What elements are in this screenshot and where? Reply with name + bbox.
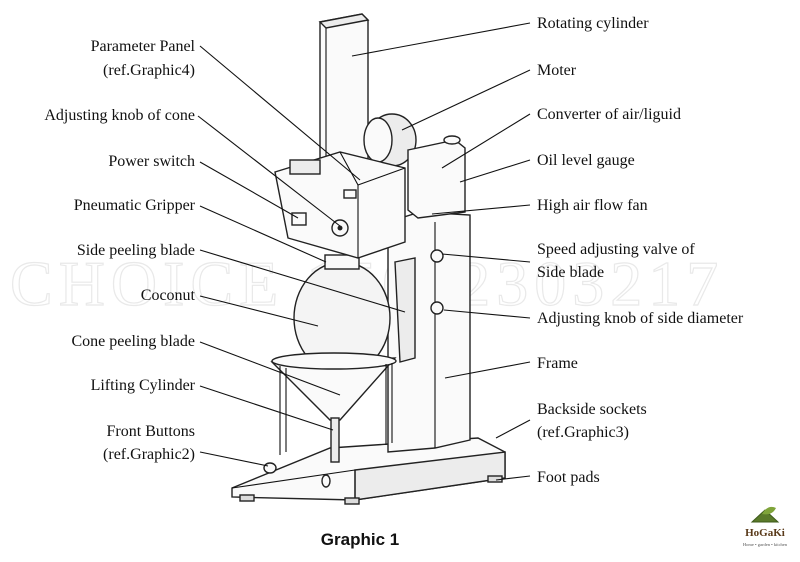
label-foot-pads: Foot pads	[537, 469, 600, 486]
label-speed-adjusting-valve: Speed adjusting valve of	[537, 241, 695, 258]
power-switch	[291, 212, 307, 226]
label-side-peeling-blade: Side peeling blade	[77, 242, 195, 259]
label-oil-level-gauge: Oil level gauge	[537, 152, 635, 169]
logo-name: HoGaKi	[745, 527, 785, 539]
front-button	[321, 474, 331, 488]
rotating-cylinder	[319, 13, 369, 169]
figure-caption: Graphic 1	[321, 530, 399, 549]
label-converter: Converter of air/liguid	[537, 106, 681, 123]
label-parameter-panel-ref: (ref.Graphic4)	[103, 62, 195, 79]
logo-tagline: Home • garden • kitchen	[743, 542, 788, 547]
label-high-air-flow-fan: High air flow fan	[537, 197, 648, 214]
label-adjusting-knob-side-diameter: Adjusting knob of side diameter	[537, 310, 744, 327]
coconut-peeling-machine	[231, 13, 506, 505]
oil-level-gauge	[443, 135, 461, 145]
leaf-icon	[762, 506, 776, 515]
lifting-cylinder	[330, 417, 340, 463]
foot-pad	[344, 497, 360, 505]
leader-lines	[197, 22, 531, 481]
label-adjusting-knob-cone: Adjusting knob of cone	[44, 107, 195, 124]
label-side-blade: Side blade	[537, 264, 604, 281]
converter-air-liquid	[407, 139, 466, 219]
hogaki-logo: HoGaKi Home • garden • kitchen	[743, 506, 788, 547]
right-labels: Rotating cylinder Moter Converter of air…	[537, 15, 744, 486]
label-pneumatic-gripper: Pneumatic Gripper	[74, 197, 196, 214]
label-frame: Frame	[537, 355, 578, 372]
label-parameter-panel: Parameter Panel	[91, 38, 196, 55]
house-icon	[750, 509, 780, 523]
side-diameter-knob	[430, 301, 444, 315]
left-labels: Parameter Panel (ref.Graphic4) Adjusting…	[44, 38, 195, 463]
front-button	[263, 462, 277, 474]
label-front-buttons: Front Buttons	[107, 423, 195, 440]
label-moter: Moter	[537, 62, 577, 79]
speed-valve-knob	[430, 249, 444, 263]
label-power-switch: Power switch	[108, 153, 195, 170]
side-peeling-blade	[394, 257, 416, 363]
label-coconut: Coconut	[141, 287, 196, 304]
label-backside-sockets-ref: (ref.Graphic3)	[537, 424, 629, 441]
label-backside-sockets: Backside sockets	[537, 401, 647, 418]
label-front-buttons-ref: (ref.Graphic2)	[103, 446, 195, 463]
label-rotating-cylinder: Rotating cylinder	[537, 15, 649, 32]
label-lifting-cylinder: Lifting Cylinder	[91, 377, 196, 394]
foot-pad	[239, 494, 255, 502]
label-cone-peeling-blade: Cone peeling blade	[71, 333, 195, 350]
